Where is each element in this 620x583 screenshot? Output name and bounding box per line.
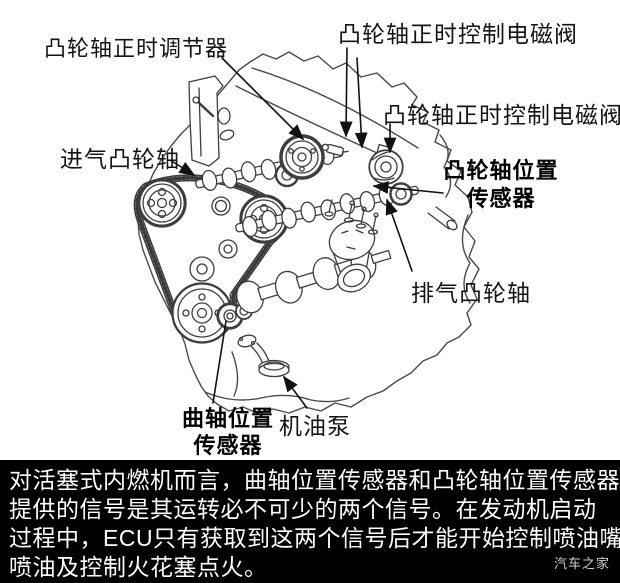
label-cam-timing-solenoid-top: 凸轮轴正时控制电磁阀 <box>338 21 578 47</box>
caption-line-4: 喷油及控制火花塞点火。 <box>9 554 268 580</box>
arrow-solenoid-top-b <box>354 57 368 149</box>
oil-pump-pickup <box>237 334 290 378</box>
engine-mount-bracket <box>188 75 235 167</box>
label-crank-position-sensor-line2: 传感器 <box>193 433 263 458</box>
label-cam-position-sensor-line2: 传感器 <box>466 186 536 211</box>
arrow-cam-timing-adjuster <box>221 57 305 141</box>
label-oil-pump: 机油泵 <box>279 413 351 439</box>
arrow-cam-position-sensor <box>372 181 444 194</box>
label-cam-position-sensor: 凸轮轴位置 传感器 <box>430 157 572 213</box>
caption-line-3: 过程中，ECU只有获取到这两个信号后才能开始控制喷油嘴 <box>9 525 620 551</box>
caption-line-1: 对活塞式内燃机而言，曲轴位置传感器和凸轮轴位置传感器 <box>9 467 620 493</box>
label-crank-position-sensor: 曲轴位置 传感器 <box>158 405 298 459</box>
leader-arrows <box>169 47 444 409</box>
cam-belt-pulley-left <box>137 178 187 228</box>
arrow-intake-camshaft <box>169 159 196 176</box>
label-intake-camshaft: 进气凸轮轴 <box>60 146 180 172</box>
piston <box>328 219 376 293</box>
engine-line-art <box>133 47 480 414</box>
arrow-exhaust-camshaft <box>385 198 413 272</box>
label-cam-timing-solenoid-right: 凸轮轴正时控制电磁阀 <box>383 102 620 128</box>
block-stub <box>427 206 458 231</box>
cam-timing-adjuster-sprocket <box>274 134 325 188</box>
arrow-oil-pump <box>283 375 308 409</box>
valves <box>324 199 379 235</box>
label-exhaust-camshaft: 排气凸轮轴 <box>411 280 531 306</box>
caption-panel: 对活塞式内燃机而言，曲轴位置传感器和凸轮轴位置传感器 提供的信号是其运转必不可少… <box>0 460 620 583</box>
arrow-solenoid-top-a <box>339 47 353 138</box>
label-cam-position-sensor-line1: 凸轮轴位置 <box>443 158 559 183</box>
idler-roller <box>211 196 231 216</box>
watermark-autohome: 汽车之家 <box>553 556 610 571</box>
label-crank-position-sensor-line1: 曲轴位置 <box>181 406 274 431</box>
label-cam-timing-adjuster: 凸轮轴正时调节器 <box>44 36 229 61</box>
solenoid-valve-part <box>321 143 349 157</box>
tensioner-roller <box>189 239 238 282</box>
caption-line-2: 提供的信号是其运转必不可少的两个信号。在发动机启动 <box>9 496 597 522</box>
leader-crank-position-sensor <box>212 320 227 404</box>
